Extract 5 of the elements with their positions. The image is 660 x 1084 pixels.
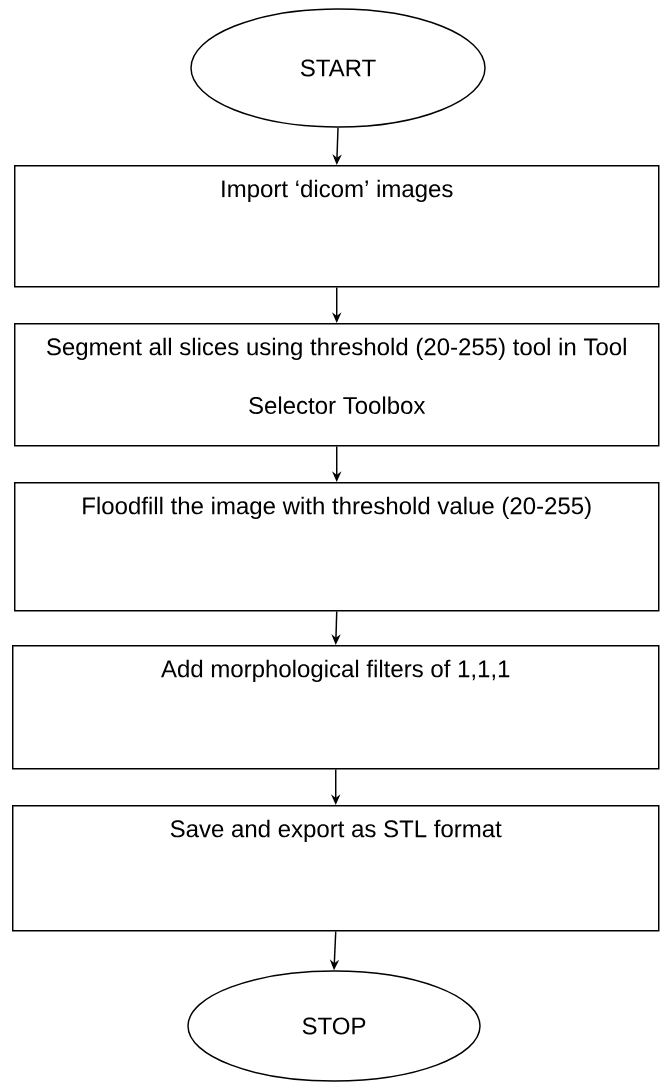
process-box: Add morphological filters of 1,1,1 [12,645,660,770]
process-box: Floodfill the image with threshold value (20-255) [14,482,660,612]
process-box: Save and export as STL format [12,805,660,932]
process-box: Import ‘dicom’ images [14,165,660,288]
process-box: Segment all slices using threshold (20-255) tool in Tool Selector Toolbox [14,323,660,447]
